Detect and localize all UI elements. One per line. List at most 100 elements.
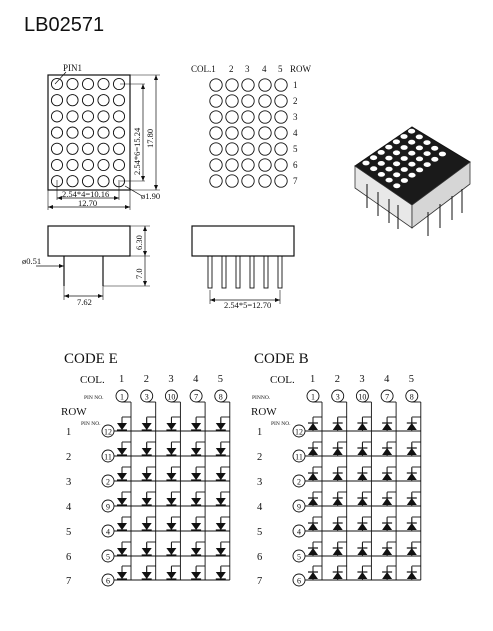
iso-led-dot bbox=[431, 156, 439, 162]
iso-led-dot bbox=[415, 145, 423, 151]
matrix-led-dot bbox=[225, 94, 239, 108]
schematic-col-number: 2 bbox=[335, 374, 340, 385]
schematic-led-diode bbox=[141, 523, 152, 530]
schematic-led-diode bbox=[141, 448, 152, 455]
schematic-led-diode bbox=[357, 473, 368, 480]
matrix-led-dot bbox=[241, 94, 255, 108]
schematic-led-diode bbox=[382, 498, 393, 505]
schematic-led-diode bbox=[332, 548, 343, 555]
schematic-row-pin-number: 6 bbox=[106, 577, 110, 586]
schematic-led-diode bbox=[166, 423, 177, 430]
end-view-pin bbox=[221, 255, 227, 289]
matrix-led-dot bbox=[274, 142, 288, 156]
front-led-dot bbox=[81, 94, 95, 107]
schematic-row-number: 4 bbox=[257, 502, 263, 513]
schematic-led-diode bbox=[166, 473, 177, 480]
schematic-led-diode bbox=[117, 498, 127, 505]
matrix-led-dot bbox=[258, 126, 272, 140]
schematic-row-pin-number: 2 bbox=[106, 478, 110, 487]
front-led-dot bbox=[66, 94, 79, 107]
matrix-led-dot bbox=[274, 94, 288, 108]
isometric-led-view bbox=[354, 126, 471, 236]
front-led-dot bbox=[97, 110, 110, 123]
front-led-dot bbox=[81, 126, 95, 139]
schematic-row-pin-number: 11 bbox=[295, 453, 303, 462]
height-arrow-bottom bbox=[154, 185, 158, 190]
front-led-dot bbox=[50, 158, 64, 172]
schematic-row-number: 2 bbox=[66, 452, 71, 463]
iso-led-dot bbox=[385, 144, 393, 150]
schematic-row-number: 3 bbox=[257, 477, 262, 488]
schematic-led-diode bbox=[357, 498, 368, 505]
pitch-h-arrow-right bbox=[114, 196, 119, 200]
front-led-dot bbox=[66, 110, 79, 123]
end-view-pin bbox=[235, 255, 241, 289]
height-arrow-top bbox=[154, 75, 158, 80]
matrix-led-dot bbox=[209, 174, 223, 188]
front-led-dot bbox=[50, 110, 64, 123]
schematic-row-number: 5 bbox=[66, 527, 71, 538]
matrix-led-dot bbox=[209, 158, 223, 172]
schematic-col-pin-number: 3 bbox=[336, 393, 340, 402]
front-led-dot bbox=[66, 126, 79, 139]
schematic-col-pin-number: 1 bbox=[311, 393, 315, 402]
schematic-col-pin-number: 7 bbox=[194, 393, 198, 402]
iso-led-dot bbox=[362, 160, 370, 166]
matrix-led-dot bbox=[209, 78, 223, 92]
schematic-col-pin-number: 8 bbox=[410, 393, 414, 402]
matrix-led-dot bbox=[258, 78, 272, 92]
iso-led-dot bbox=[400, 178, 408, 183]
iso-led-dot bbox=[438, 151, 446, 157]
schematic-col-heading: COL. bbox=[80, 374, 105, 386]
front-led-dot bbox=[112, 126, 126, 139]
front-led-dot bbox=[66, 77, 79, 91]
end-pin-span-label: 2.54*5=12.70 bbox=[224, 300, 271, 310]
front-led-dot bbox=[66, 175, 79, 188]
schematic-led-diode bbox=[215, 473, 226, 480]
schematic-col-pin-number: 8 bbox=[219, 393, 223, 402]
pin-length-arrow-bottom bbox=[143, 281, 147, 286]
matrix-led-dot bbox=[209, 126, 223, 140]
matrix-led-dot bbox=[241, 158, 255, 172]
schematic-led-diode bbox=[308, 523, 318, 530]
schematic-led-diode bbox=[117, 423, 127, 430]
schematic-pin-no-side-label: PIN NO. bbox=[271, 421, 291, 427]
front-led-dot bbox=[81, 158, 95, 172]
schematic-led-diode bbox=[357, 523, 368, 530]
end-view-drawing: 2.54*5=12.70 bbox=[191, 225, 295, 310]
front-led-dot bbox=[66, 158, 79, 172]
matrix-row-label: 3 bbox=[293, 112, 298, 122]
schematic-led-diode bbox=[215, 448, 226, 455]
schematic-led-diode bbox=[406, 448, 417, 455]
matrix-led-dot bbox=[258, 158, 272, 172]
schematic-code-title: CODE B bbox=[254, 351, 309, 367]
schematic-led-diode bbox=[308, 423, 318, 430]
schematic-col-pin-number: 10 bbox=[358, 393, 366, 402]
schematic-col-number: 2 bbox=[144, 374, 149, 385]
schematic-led-diode bbox=[357, 448, 368, 455]
matrix-led-dot bbox=[274, 126, 288, 140]
iso-led-dot bbox=[400, 145, 408, 150]
schematic-led-diode bbox=[117, 448, 127, 455]
schematic-pin-no-top-label: PINNO. bbox=[252, 395, 271, 401]
front-led-dot bbox=[112, 142, 126, 155]
matrix-led-dot bbox=[241, 142, 255, 156]
end-view-body bbox=[191, 225, 295, 257]
schematic-row-pin-number: 11 bbox=[104, 453, 112, 462]
schematic-led-diode bbox=[215, 498, 226, 505]
schematic-led-diode bbox=[166, 523, 177, 530]
schematic-led-diode bbox=[406, 498, 417, 505]
schematic-led-diode bbox=[166, 448, 177, 455]
iso-right-face bbox=[411, 161, 471, 229]
front-led-dot bbox=[81, 175, 95, 188]
schematic-col-number: 3 bbox=[359, 374, 364, 385]
matrix-led-dot bbox=[274, 78, 288, 92]
iso-led-dot bbox=[377, 172, 385, 177]
matrix-led-dot bbox=[241, 126, 255, 140]
matrix-led-dot bbox=[225, 174, 239, 188]
schematic-led-diode bbox=[332, 572, 343, 579]
iso-led-dot bbox=[415, 156, 424, 162]
matrix-row-label: 1 bbox=[293, 80, 298, 90]
front-led-dot bbox=[50, 142, 64, 155]
